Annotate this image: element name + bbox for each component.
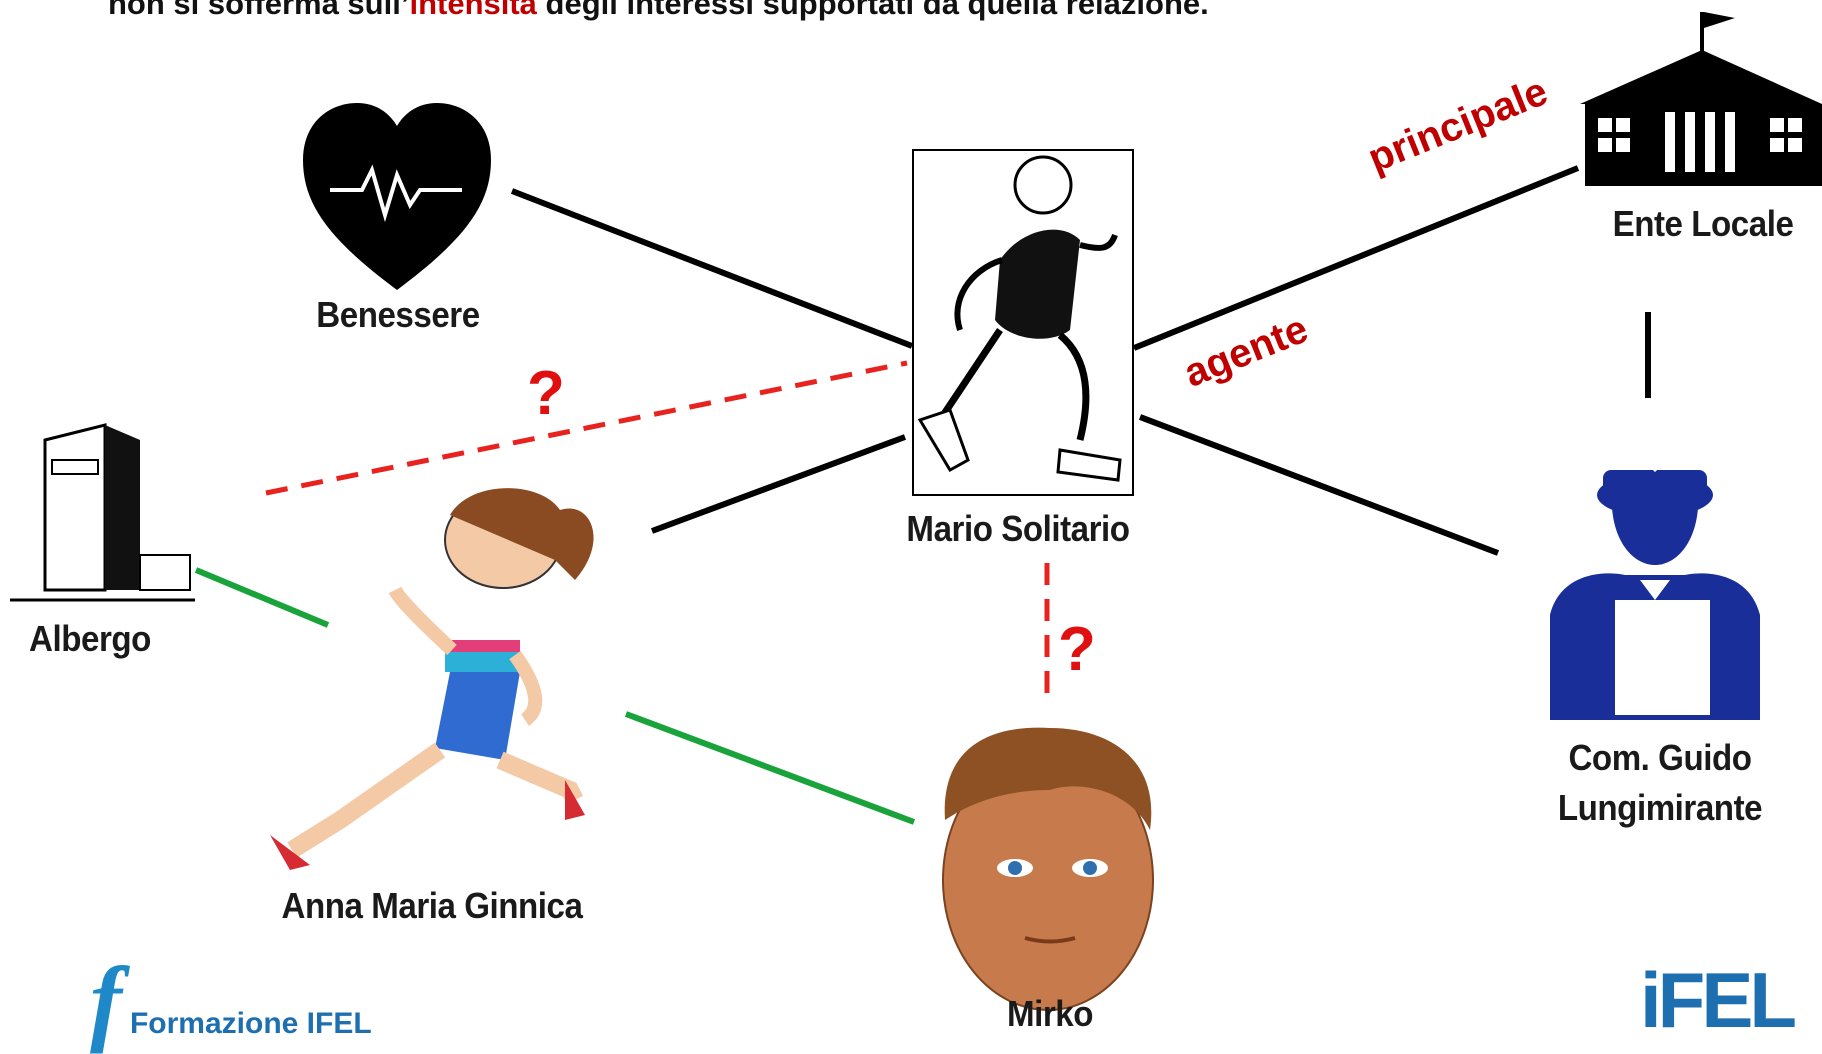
relationship-diagram: non si sofferma sull’intensità degli int… (10, 0, 1822, 1049)
brand-formazione-ifel: f Formazione IFEL (90, 953, 372, 1049)
hotel-icon (10, 423, 195, 602)
runner-man-icon (912, 149, 1134, 496)
label-ente: Ente Locale (1612, 203, 1794, 244)
headline: non si sofferma sull’intensità degli int… (108, 0, 1209, 22)
label-benessere: Benessere (316, 294, 480, 335)
link-anna-mirko (624, 711, 916, 825)
link-anna-mario (650, 434, 907, 534)
label-guido-line1: Com. Guido (1568, 737, 1752, 778)
police-officer-icon (1550, 448, 1760, 720)
headline-highlight: intensità (409, 0, 537, 21)
link-albergo-anna (194, 567, 330, 628)
label-mirko: Mirko (1006, 993, 1094, 1034)
brand-f-mark-icon: f (90, 947, 122, 1054)
city-hall-icon (1580, 12, 1822, 186)
label-albergo: Albergo (29, 618, 151, 659)
runner-woman-icon (270, 488, 594, 870)
label-guido-line2: Lungimirante (1557, 787, 1763, 828)
brand-ifel-logo: iFEL (1640, 956, 1797, 1044)
diagram-canvas (10, 12, 1822, 1011)
headline-after: degli interessi supportati da quella rel… (536, 0, 1209, 21)
label-anna: Anna Maria Ginnica (281, 885, 583, 926)
brand-left-text: Formazione IFEL (129, 1007, 372, 1040)
link-albergo-mario-uncertain (265, 360, 908, 496)
link-mario-ente (1132, 165, 1580, 351)
headline-before: non si sofferma sull’ (108, 0, 410, 21)
label-mario: Mario Solitario (906, 508, 1130, 549)
link-mario-guido (1138, 414, 1500, 556)
boy-face-icon (942, 727, 1154, 1011)
edge-question-mark-1: ? (527, 359, 565, 428)
link-benessere-mario (510, 188, 914, 349)
heart-pulse-icon (303, 103, 491, 290)
edge-question-mark-2: ? (1058, 615, 1096, 684)
